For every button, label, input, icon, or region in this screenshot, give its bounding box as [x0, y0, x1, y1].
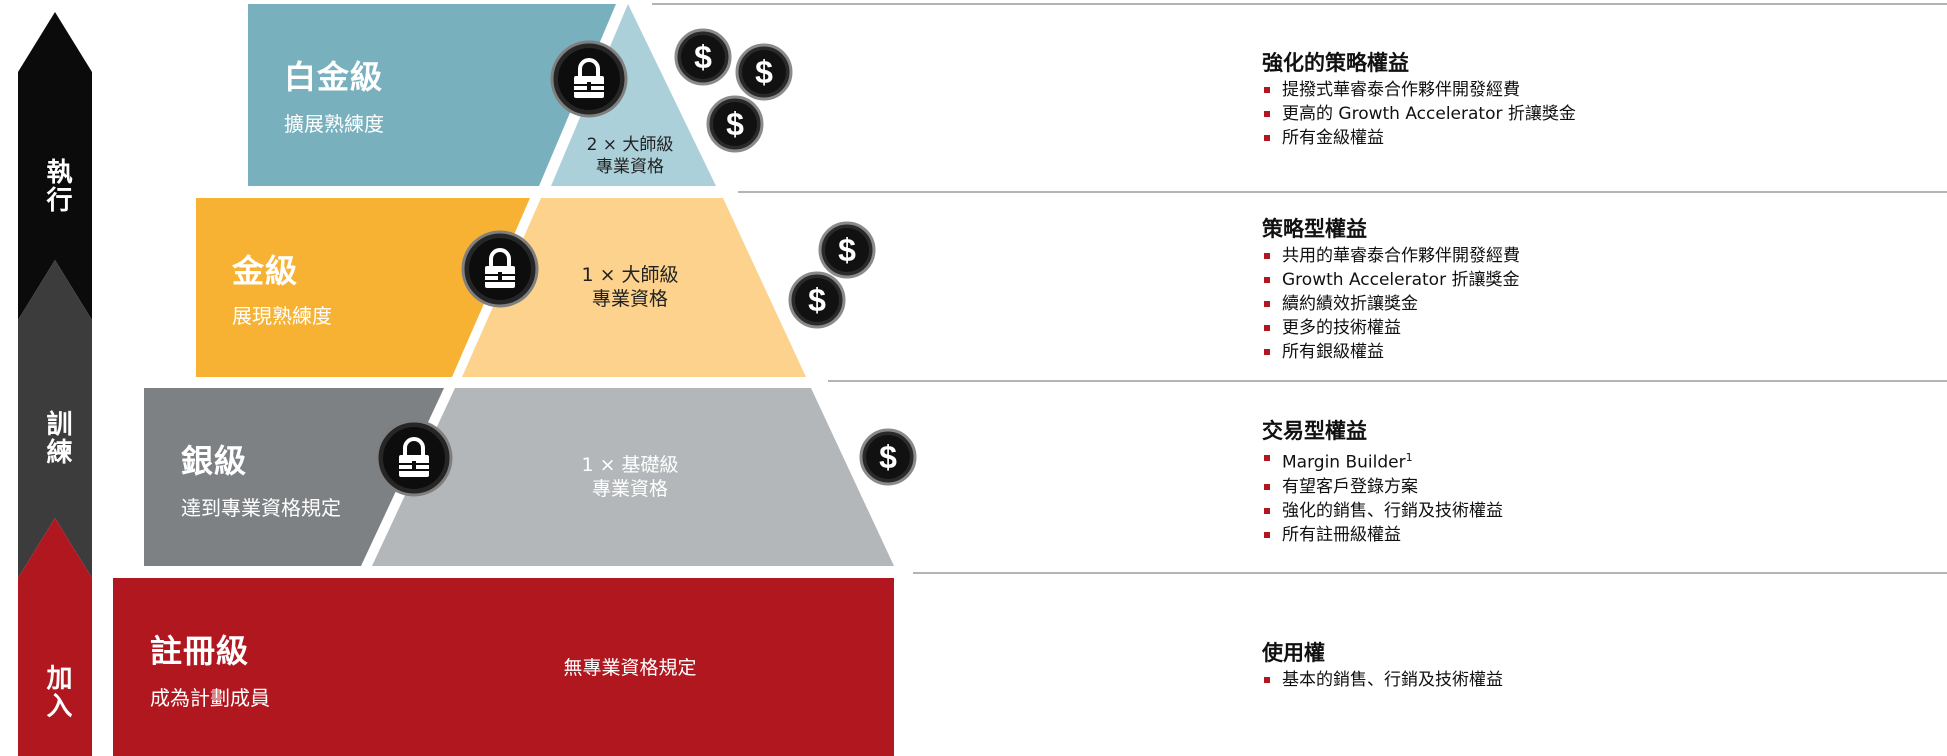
dollar-coin-icon: $	[788, 271, 846, 329]
benefit-item-text: Margin Builder	[1282, 452, 1406, 473]
tier-pyramid-gold	[462, 198, 806, 377]
benefit-title: 使用權	[1262, 641, 1325, 665]
svg-text:$: $	[808, 282, 826, 318]
footnote-marker: 1	[1405, 451, 1413, 464]
dollar-coin-icon: $	[859, 428, 917, 486]
benefit-item: 更高的 Growth Accelerator 折讓獎金	[1262, 102, 1576, 126]
svg-text:$: $	[726, 106, 744, 142]
stage-label-join: 加入	[42, 664, 72, 720]
benefit-item: 所有銀級權益	[1262, 340, 1520, 364]
cert-line: 專業資格	[591, 288, 668, 310]
benefit-block-silver: 交易型權益 Margin Builder1 有望客戶登錄方案 強化的銷售、行銷及…	[1262, 418, 1503, 547]
benefit-item: 續約績效折讓獎金	[1262, 292, 1520, 316]
stage-arrow-join	[18, 518, 92, 756]
tier-title-silver: 銀級	[181, 442, 248, 480]
cert-requirement-platinum: 2 × 大師級 專業資格	[560, 134, 700, 178]
tier-subtitle-registered: 成為計劃成員	[150, 686, 270, 710]
benefit-item: 有望客戶登錄方案	[1262, 475, 1503, 499]
dollar-coin-icon: $	[735, 43, 793, 101]
stage-label-execute: 執行	[42, 158, 72, 214]
benefit-item: Growth Accelerator 折讓獎金	[1262, 268, 1520, 292]
tier-band-platinum	[248, 4, 616, 186]
stage-arrow-train	[18, 260, 92, 578]
benefit-item: 共用的華睿泰合作夥伴開發經費	[1262, 244, 1520, 268]
benefit-block-platinum: 強化的策略權益 提撥式華睿泰合作夥伴開發經費 更高的 Growth Accele…	[1262, 50, 1576, 150]
tier-subtitle-platinum: 擴展熟練度	[284, 112, 384, 136]
tier-band-silver	[144, 388, 444, 566]
dollar-coin-icon: $	[818, 221, 876, 279]
benefit-item: 所有註冊級權益	[1262, 523, 1503, 547]
tier-subtitle-gold: 展現熟練度	[232, 304, 332, 328]
benefit-title: 交易型權益	[1262, 419, 1367, 443]
benefit-item: 強化的銷售、行銷及技術權益	[1262, 499, 1503, 523]
tier-band-gold	[196, 198, 530, 377]
lock-icon	[461, 230, 539, 308]
benefit-list: 基本的銷售、行銷及技術權益	[1262, 668, 1503, 692]
cert-requirement-silver: 1 × 基礎級 專業資格	[545, 453, 715, 501]
tier-title-gold: 金級	[232, 252, 299, 290]
tier-pyramid-platinum	[551, 4, 716, 186]
svg-text:$: $	[879, 439, 897, 475]
benefit-title: 策略型權益	[1262, 217, 1367, 241]
benefit-title: 強化的策略權益	[1262, 51, 1409, 75]
tier-subtitle-silver: 達到專業資格規定	[181, 496, 341, 520]
svg-text:$: $	[694, 39, 712, 75]
dollar-coin-icon: $	[674, 28, 732, 86]
benefit-item: 基本的銷售、行銷及技術權益	[1262, 668, 1503, 692]
cert-line: 2 × 大師級	[586, 135, 674, 155]
cert-line: 1 × 大師級	[581, 264, 679, 286]
lock-icon	[375, 419, 453, 497]
dollar-coin-icon: $	[706, 95, 764, 153]
tier-title-registered: 註冊級	[150, 632, 250, 670]
benefit-item: 更多的技術權益	[1262, 316, 1520, 340]
svg-text:$: $	[755, 54, 773, 90]
svg-text:$: $	[838, 232, 856, 268]
benefit-item: 所有金級權益	[1262, 126, 1576, 150]
benefit-list: Margin Builder1 有望客戶登錄方案 強化的銷售、行銷及技術權益 所…	[1262, 446, 1503, 547]
stage-label-train: 訓練	[42, 410, 72, 466]
benefit-list: 提撥式華睿泰合作夥伴開發經費 更高的 Growth Accelerator 折讓…	[1262, 78, 1576, 150]
tier-title-platinum: 白金級	[284, 58, 384, 96]
benefit-item: Margin Builder1	[1262, 446, 1503, 475]
cert-line: 1 × 基礎級	[581, 454, 679, 476]
benefit-block-gold: 策略型權益 共用的華睿泰合作夥伴開發經費 Growth Accelerator …	[1262, 216, 1520, 364]
benefit-block-registered: 使用權 基本的銷售、行銷及技術權益	[1262, 640, 1503, 692]
cert-line: 專業資格	[591, 478, 668, 500]
cert-line: 無專業資格規定	[563, 657, 697, 679]
stage-arrow-execute	[18, 12, 92, 320]
tier-band-registered	[113, 578, 894, 756]
cert-requirement-registered: 無專業資格規定	[520, 656, 740, 680]
benefit-item: 提撥式華睿泰合作夥伴開發經費	[1262, 78, 1576, 102]
benefit-list: 共用的華睿泰合作夥伴開發經費 Growth Accelerator 折讓獎金 續…	[1262, 244, 1520, 364]
cert-line: 專業資格	[596, 157, 664, 177]
lock-icon	[550, 40, 628, 118]
tier-pyramid-silver	[372, 388, 894, 566]
cert-requirement-gold: 1 × 大師級 專業資格	[545, 263, 715, 311]
